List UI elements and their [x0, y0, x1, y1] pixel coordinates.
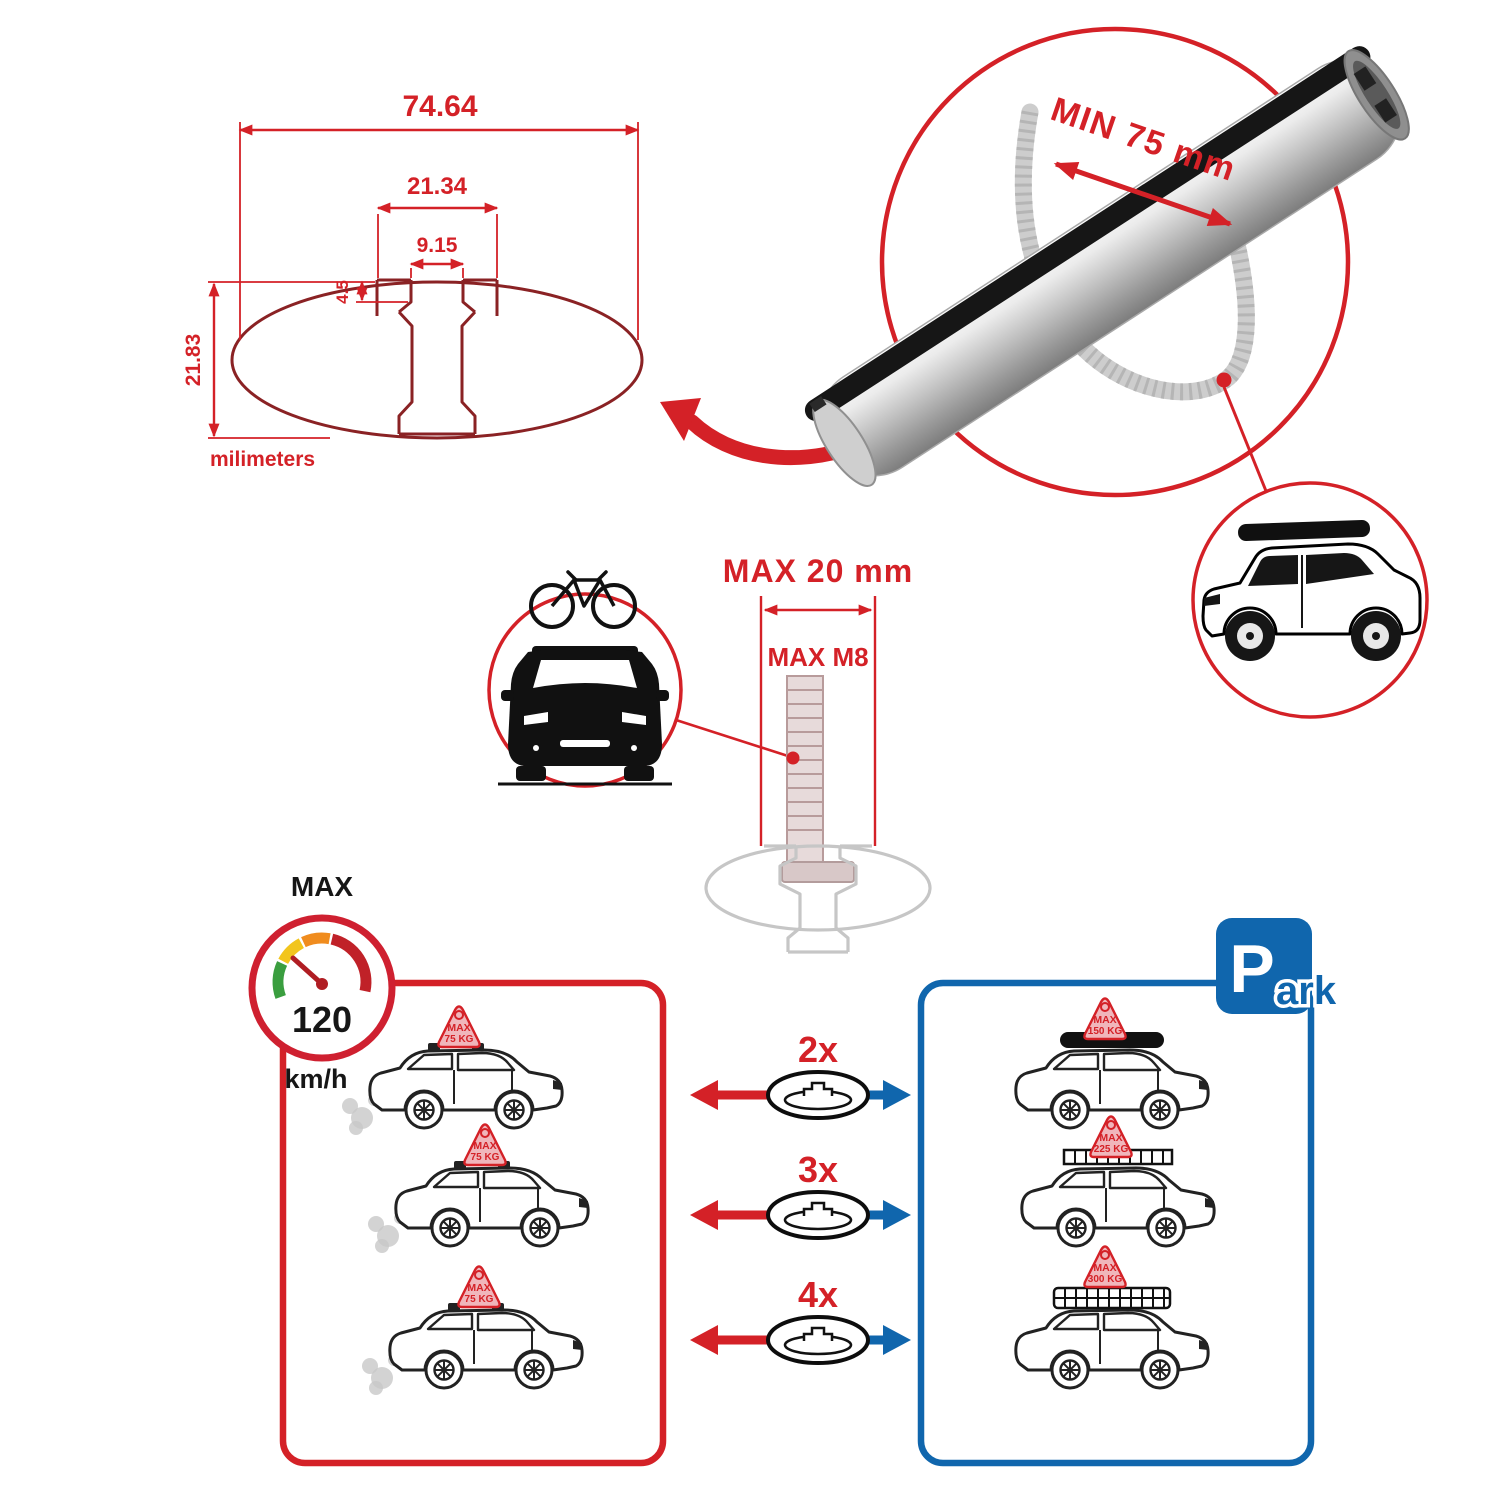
load-badge-weight: 75 KG [471, 1152, 500, 1163]
roof-basket-large-icon [1052, 1286, 1172, 1310]
bar-count-row-3: 4x [690, 1274, 911, 1365]
gauge-needle [290, 955, 325, 987]
bar-profile-outline [230, 280, 644, 440]
bolt-callout-dot [786, 751, 800, 765]
roof-box-icon [1238, 519, 1370, 542]
crossbar-render [804, 46, 1410, 487]
load-badge-max: MAX [467, 1282, 490, 1294]
cross-section-diagram: 74.64 21.34 9.15 4.5 21.83 milimeters [182, 90, 644, 471]
dim-total-width-label: 74.64 [402, 90, 477, 123]
dim-slot-outer-label: 21.34 [407, 173, 468, 200]
bar-count-label: 2x [798, 1029, 838, 1070]
parked-car-3: MAX 300 KG [1016, 1245, 1208, 1389]
max-width-label: MAX 20 mm [723, 553, 913, 589]
t-bolt-head [781, 861, 855, 883]
load-badge-max: MAX [473, 1140, 496, 1152]
bar-detail-circle: MIN 75 mm [804, 26, 1410, 498]
load-badge-weight: 300 KG [1088, 1274, 1123, 1285]
callout-line [1222, 386, 1268, 492]
t-slot-profile [375, 278, 499, 436]
units-label: milimeters [210, 448, 315, 471]
speed-value: 120 [292, 999, 352, 1040]
driving-car-3: MAX 75 KG [362, 1265, 582, 1395]
bolt-callout-line [675, 718, 789, 758]
parked-panel-border [917, 979, 1315, 1467]
load-badge-max: MAX [1093, 1014, 1116, 1026]
bicycle-icon [529, 570, 637, 629]
callout-dot [1216, 372, 1232, 388]
suv-illustration [1201, 519, 1422, 661]
dim-slot-inner-label: 9.15 [417, 234, 458, 257]
parking-p-label: P [1229, 931, 1274, 1007]
load-badge-max: MAX [1093, 1262, 1116, 1274]
driving-car-2: MAX 75 KG [368, 1123, 588, 1253]
parking-sign-square [1216, 918, 1312, 1014]
t-bolt-illustration [781, 675, 855, 883]
bike-car-circle [487, 570, 789, 788]
bar-count-label: 3x [798, 1149, 838, 1190]
bar-count-row-2: 3x [690, 1149, 911, 1240]
driving-panel-border [279, 979, 667, 1467]
parked-car-2: MAX 225 KG [1022, 1115, 1214, 1247]
bar-count-label: 4x [798, 1274, 838, 1315]
dim-lip-depth-label: 4.5 [333, 280, 352, 304]
speed-unit: km/h [284, 1064, 347, 1094]
bar-count-row-1: 2x [690, 1029, 911, 1120]
profile-ghost [704, 844, 932, 954]
load-badge-weight: 150 KG [1088, 1026, 1123, 1037]
load-badge-max: MAX [447, 1022, 470, 1034]
load-badge-weight: 75 KG [465, 1294, 494, 1305]
dim-total-height-label: 21.83 [182, 334, 205, 387]
bolt-diagram: MAX 20 mm MAX M8 [704, 553, 932, 954]
load-badge-weight: 75 KG [445, 1034, 474, 1045]
min-span-arrow [1053, 161, 1233, 227]
parking-suffix-label: ark [1276, 969, 1337, 1013]
parking-sign: P ark [1216, 918, 1340, 1017]
driving-car-1: MAX 75 KG [342, 1005, 562, 1135]
load-badge-weight: 225 KG [1094, 1144, 1129, 1155]
load-badge-max: MAX [1099, 1132, 1122, 1144]
parked-car-1: MAX 150 KG [1016, 997, 1208, 1129]
rubber-strip [804, 46, 1371, 422]
speed-limit-gauge: MAX 120 km/h [248, 871, 396, 1094]
car-front-illustration [498, 646, 672, 786]
speed-max-label: MAX [291, 871, 354, 902]
max-thread-label: MAX M8 [767, 642, 868, 672]
roofbox-car-circle [1191, 481, 1429, 719]
clamp-sketch [1014, 103, 1255, 401]
